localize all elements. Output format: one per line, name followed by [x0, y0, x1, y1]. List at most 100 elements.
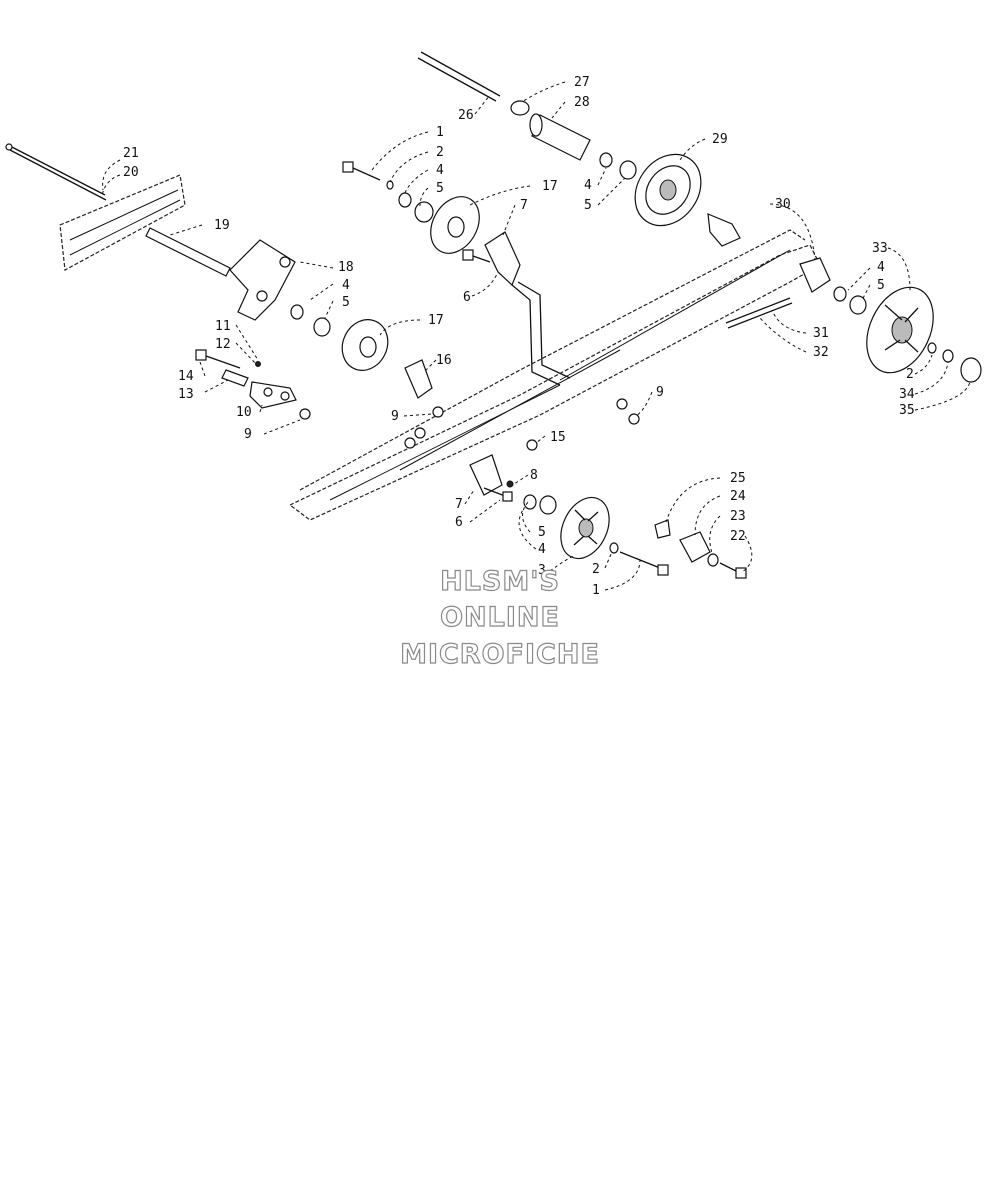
callout-18: 18: [338, 260, 354, 275]
callout-21: 21: [123, 146, 139, 161]
bearing-5e: [539, 495, 557, 515]
nut-34: [942, 349, 954, 363]
callout-7: 7: [455, 497, 463, 512]
callout-4: 4: [877, 260, 885, 275]
callout-27: 27: [574, 75, 590, 90]
wheel-17a: [341, 319, 389, 371]
watermark: HLSM'S ONLINE MICROFICHE: [399, 565, 600, 670]
bearing-5a: [313, 317, 331, 337]
wheel-17b: [430, 196, 480, 254]
shaft-19: [145, 227, 231, 277]
callout-1: 1: [436, 125, 444, 140]
leader-lines: [101, 81, 971, 591]
callout-14: 14: [178, 369, 194, 384]
callout-33: 33: [872, 241, 888, 256]
shaft-26: [417, 51, 501, 102]
callout-4: 4: [436, 163, 444, 178]
callout-31: 31: [813, 326, 829, 341]
washer-27: [510, 100, 530, 116]
bracket-16: [404, 359, 433, 399]
callout-13: 13: [178, 387, 194, 402]
callout-23: 23: [730, 509, 746, 524]
callout-17: 17: [428, 313, 444, 328]
callout-5: 5: [436, 181, 444, 196]
callout-4: 4: [342, 278, 350, 293]
callout-8: 8: [530, 468, 538, 483]
callout-9: 9: [391, 409, 399, 424]
left-rail-section: [59, 174, 186, 271]
callout-11: 11: [215, 319, 231, 334]
callout-19: 19: [214, 218, 230, 233]
wheel-33: [866, 286, 934, 374]
callout-9: 9: [656, 385, 664, 400]
pin-31: [725, 297, 793, 329]
nut-9b: [432, 406, 444, 418]
bolt-22: [719, 562, 747, 579]
hub-30b: [799, 257, 831, 293]
callout-9: 9: [244, 427, 252, 442]
washer-23: [707, 553, 719, 567]
bolt-14: [195, 349, 241, 369]
callout-10: 10: [236, 405, 252, 420]
callout-15: 15: [550, 430, 566, 445]
callout-17: 17: [542, 179, 558, 194]
callout-1: 1: [592, 583, 600, 598]
callout-5: 5: [584, 198, 592, 213]
callout-3: 3: [538, 563, 546, 578]
bracket-7b: [469, 454, 503, 496]
watermark-line-1: HLSM'S: [440, 566, 560, 597]
callout-24: 24: [730, 489, 746, 504]
bearing-5b: [414, 201, 434, 223]
callout-25: 25: [730, 471, 746, 486]
bearing-5d: [849, 295, 867, 315]
nut-9d: [414, 427, 426, 439]
washer-2c: [609, 542, 619, 554]
washer-4e: [523, 494, 537, 510]
callout-26: 26: [458, 108, 474, 123]
callout-4: 4: [584, 178, 592, 193]
spacer-13: [221, 369, 249, 387]
callout-6: 6: [463, 290, 471, 305]
grease-fitting-8: [506, 480, 514, 488]
callout-6: 6: [455, 515, 463, 530]
callout-2: 2: [592, 562, 600, 577]
watermark-line-3: MICROFICHE: [400, 639, 600, 670]
cap-35: [960, 357, 982, 383]
hub-30: [707, 213, 741, 247]
callout-32: 32: [813, 345, 829, 360]
callout-34: 34: [899, 387, 915, 402]
link-10: [249, 381, 297, 409]
washer-4a: [290, 304, 304, 320]
wheel-3: [560, 496, 610, 560]
callout-5: 5: [877, 278, 885, 293]
wheel-29: [634, 153, 702, 227]
nut-9c: [628, 413, 640, 425]
callout-20: 20: [123, 165, 139, 180]
spacer-25: [654, 519, 671, 539]
washer-4d: [833, 286, 847, 302]
bearing-5c: [619, 160, 637, 180]
bracket-18: [229, 239, 296, 321]
callout-12: 12: [215, 337, 231, 352]
rod-21: [5, 143, 107, 201]
callout-2: 2: [906, 367, 914, 382]
callout-2: 2: [436, 145, 444, 160]
bolt-1b: [619, 551, 669, 576]
nut-9a: [299, 408, 311, 420]
bolt-1a: [342, 161, 381, 181]
callout-5: 5: [342, 295, 350, 310]
arm-7a: [484, 231, 571, 386]
callout-35: 35: [899, 403, 915, 418]
callout-labels: 21 20 19 18 4 5 17 11 12 14 13 10 9 26 2…: [123, 75, 915, 598]
bolt-6a: [462, 249, 491, 263]
washer-2b: [927, 342, 937, 354]
callout-5: 5: [538, 525, 546, 540]
callout-30: 30: [775, 197, 791, 212]
washer-4c: [599, 152, 613, 168]
washer-4b: [398, 192, 412, 208]
callout-16: 16: [436, 353, 452, 368]
callout-28: 28: [574, 95, 590, 110]
callout-4: 4: [538, 542, 546, 557]
